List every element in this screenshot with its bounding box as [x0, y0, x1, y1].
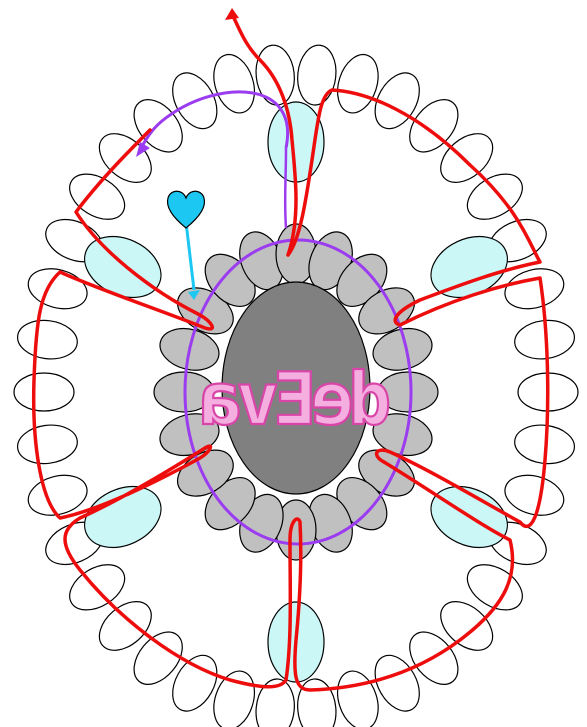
- outer-petal: [15, 317, 79, 363]
- arrowhead-icon: [225, 8, 239, 20]
- outer-petal: [295, 677, 339, 727]
- heart-icon: [168, 191, 205, 228]
- center-word: deEva: [203, 357, 391, 441]
- outer-petal: [24, 263, 92, 315]
- center-word-graphic: deEva: [203, 357, 391, 441]
- outer-petal: [15, 422, 79, 468]
- heart-stem: [186, 222, 194, 290]
- outer-petal: [500, 469, 568, 521]
- purple-arc-tail: [285, 148, 286, 228]
- outer-petal: [253, 43, 297, 107]
- outer-petal: [14, 373, 74, 411]
- outer-petal: [295, 43, 339, 107]
